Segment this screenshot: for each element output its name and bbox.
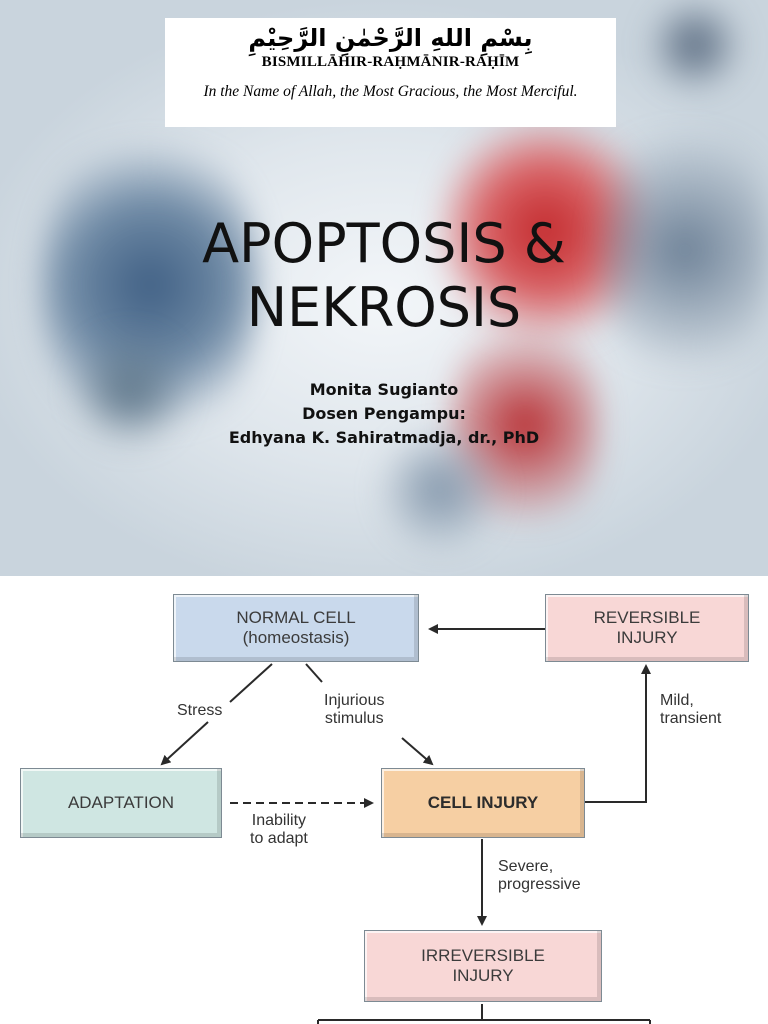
label-inability-line2: to adapt: [250, 830, 308, 847]
bismillah-banner: بِسْمِ اللهِ الرَّحْمٰنِ الرَّحِيْمِ BIS…: [165, 18, 616, 127]
lecturer-name: Edhyana K. Sahiratmadja, dr., PhD: [228, 428, 540, 447]
node-irreversible-line2: INJURY: [452, 966, 514, 985]
bismillah-transliteration: BISMILLĀHIR-RAḤMĀNIR-RAḤĪM: [261, 54, 520, 70]
label-inability-line1: Inability: [251, 812, 307, 829]
label-stress: Stress: [177, 702, 223, 719]
label-mild-transient: Mild, transient: [660, 692, 721, 728]
title-slide: بِسْمِ اللهِ الرَّحْمٰنِ الرَّحِيْمِ BIS…: [0, 0, 768, 576]
bismillah-arabic: بِسْمِ اللهِ الرَّحْمٰنِ الرَّحِيْمِ: [248, 24, 533, 52]
label-severe-line1: Severe,: [498, 858, 554, 875]
slide-title: APOPTOSIS & NEKROSIS: [0, 212, 768, 340]
blurred-cell-image-top: [640, 0, 750, 90]
author-block: Monita Sugianto Dosen Pengampu: Edhyana …: [0, 378, 768, 450]
blurred-cell-image-right: [600, 100, 768, 400]
arrow-injurious-lower: [401, 737, 434, 766]
label-injurious-line1: Injurious: [324, 692, 385, 709]
node-normal-cell-line1: NORMAL CELL: [236, 608, 356, 627]
author-name: Monita Sugianto: [309, 380, 459, 399]
arrow-injurious-upper: [305, 663, 323, 683]
blurred-cell-image-bottom: [380, 420, 500, 560]
label-injurious-line2: stimulus: [324, 710, 384, 727]
title-line-1: APOPTOSIS &: [202, 212, 566, 275]
bismillah-translation: In the Name of Allah, the Most Gracious,…: [203, 83, 578, 100]
title-line-2: NEKROSIS: [246, 276, 522, 339]
node-cell-injury-label: CELL INJURY: [427, 793, 539, 812]
node-irreversible-line1: IRREVERSIBLE: [421, 946, 545, 965]
node-irreversible-injury: IRREVERSIBLE INJURY: [364, 930, 602, 1002]
label-mild-line2: transient: [660, 710, 722, 727]
flowchart-arrows: [160, 624, 651, 1024]
lecturer-label: Dosen Pengampu:: [302, 404, 466, 423]
node-normal-cell: NORMAL CELL (homeostasis): [173, 594, 419, 662]
arrow-mild-to-reversible: [584, 664, 651, 803]
label-severe-progressive: Severe, progressive: [498, 858, 581, 894]
arrow-stress-lower: [160, 721, 209, 766]
node-cell-injury: CELL INJURY: [381, 768, 585, 838]
label-injurious-stimulus: Injurious stimulus: [324, 692, 384, 728]
node-reversible-line2: INJURY: [616, 628, 678, 647]
node-adaptation: ADAPTATION: [20, 768, 222, 838]
node-normal-cell-line2: (homeostasis): [242, 628, 350, 647]
label-severe-line2: progressive: [498, 876, 581, 893]
arrow-stress-upper: [229, 663, 273, 703]
node-adaptation-label: ADAPTATION: [67, 793, 175, 812]
node-reversible-injury: REVERSIBLE INJURY: [545, 594, 749, 662]
label-inability-to-adapt: Inability to adapt: [250, 812, 308, 848]
label-mild-line1: Mild,: [660, 692, 694, 709]
node-reversible-line1: REVERSIBLE: [593, 608, 701, 627]
blurred-cell-image-small: [70, 330, 190, 450]
flowchart-slide: NORMAL CELL (homeostasis) REVERSIBLE INJ…: [0, 576, 768, 1024]
